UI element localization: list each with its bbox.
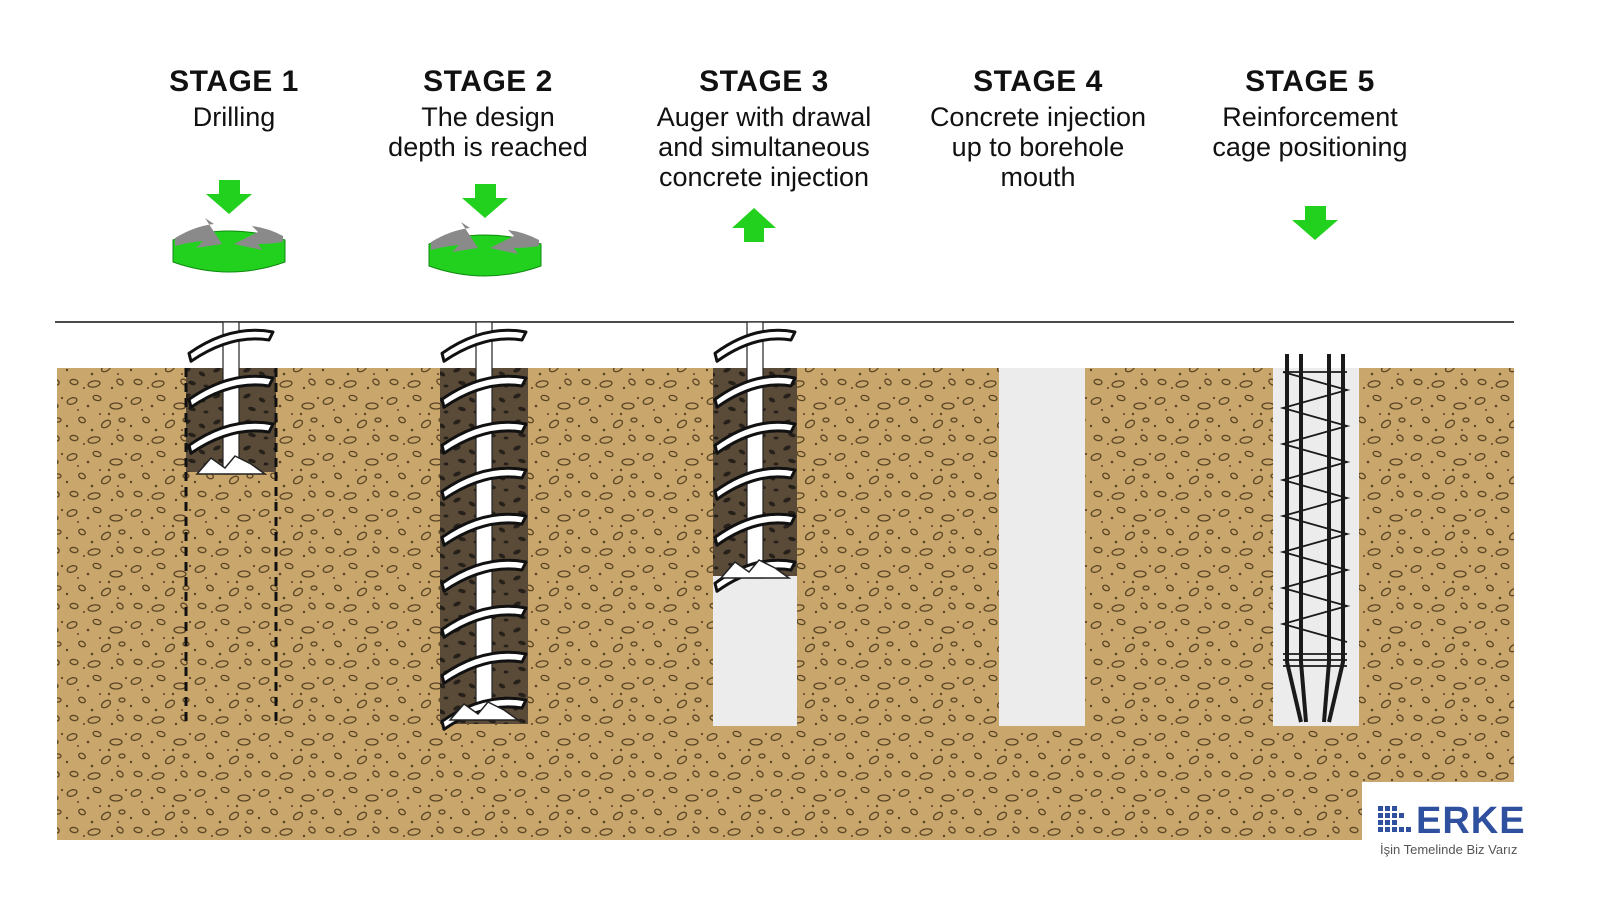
erke-logo: ERKE İşin Temelinde Biz Varız — [1362, 782, 1562, 862]
auger-flight — [440, 328, 528, 363]
auger-flight — [440, 420, 528, 455]
stage-3-desc-line-1: Auger with drawal — [656, 102, 872, 132]
auger-flight — [713, 420, 797, 455]
stage-5-desc-line-2: cage positioning — [1212, 132, 1408, 162]
auger-flight — [187, 328, 275, 363]
stage-1-title: STAGE 1 — [169, 65, 299, 98]
stage-2-header: STAGE 2 The design depth is reached — [348, 64, 628, 162]
stage-3-auger — [713, 321, 797, 593]
stage-3-title: STAGE 3 — [699, 65, 829, 98]
auger-flight — [440, 374, 528, 409]
stage-4-desc-line-1: Concrete injection — [929, 102, 1147, 132]
auger-flight — [440, 466, 528, 501]
auger-flight — [440, 604, 528, 639]
auger-drill-bit — [448, 701, 521, 721]
auger-flight — [713, 328, 797, 363]
auger-flight — [440, 558, 528, 593]
stage-5-title: STAGE 5 — [1245, 65, 1375, 98]
stage-4-desc-line-2: up to borehole — [951, 132, 1125, 162]
stage-2-auger — [440, 321, 528, 731]
stage-5-desc-line-1: Reinforcement — [1222, 102, 1398, 132]
logo-name: ERKE — [1416, 800, 1526, 842]
auger-flight — [440, 650, 528, 685]
stage-1-rotation-icon — [172, 218, 286, 273]
stage-1-down-arrow-icon — [206, 180, 252, 214]
stage-4-desc-line-3: mouth — [1000, 162, 1076, 192]
stage-2-down-arrow-icon — [462, 184, 508, 218]
stage-3-desc-line-3: concrete injection — [658, 162, 870, 192]
stage-1-auger — [187, 321, 275, 475]
stage-3-concrete — [713, 576, 797, 726]
auger-flight — [440, 512, 528, 547]
auger-flight — [187, 374, 275, 409]
stage-2-desc-line-1: The design — [421, 102, 555, 132]
stage-2-rotation-icon — [428, 222, 542, 277]
stage-5-down-arrow-icon — [1292, 206, 1338, 240]
stage-4-header: STAGE 4 Concrete injection up to borehol… — [898, 64, 1178, 192]
stage-4-concrete-pile — [999, 368, 1085, 726]
cage-stirrups — [1279, 371, 1351, 667]
auger-shaft — [746, 321, 764, 579]
stage-5-header: STAGE 5 Reinforcement cage positioning — [1170, 64, 1450, 162]
erke-logo-grid-icon — [1378, 806, 1411, 832]
auger-drill-bit — [719, 559, 792, 579]
stage-3-header: STAGE 3 Auger with drawal and simultaneo… — [624, 64, 904, 192]
auger-flight — [713, 512, 797, 547]
logo-tagline: İşin Temelinde Biz Varız — [1380, 842, 1518, 857]
stage-3-up-arrow-icon — [732, 208, 776, 242]
stage-1-desc-line-1: Drilling — [192, 102, 276, 132]
auger-flight — [713, 466, 797, 501]
stage-4-title: STAGE 4 — [973, 65, 1103, 98]
auger-flight — [713, 374, 797, 409]
auger-drill-bit — [195, 455, 268, 475]
stage-3-desc-line-2: and simultaneous — [658, 132, 870, 162]
auger-flight — [187, 420, 275, 455]
stage-2-desc-line-2: depth is reached — [388, 132, 588, 162]
stage-1-header: STAGE 1 Drilling — [94, 64, 374, 132]
stage-2-title: STAGE 2 — [423, 65, 553, 98]
reinforcement-cage — [1279, 354, 1351, 723]
